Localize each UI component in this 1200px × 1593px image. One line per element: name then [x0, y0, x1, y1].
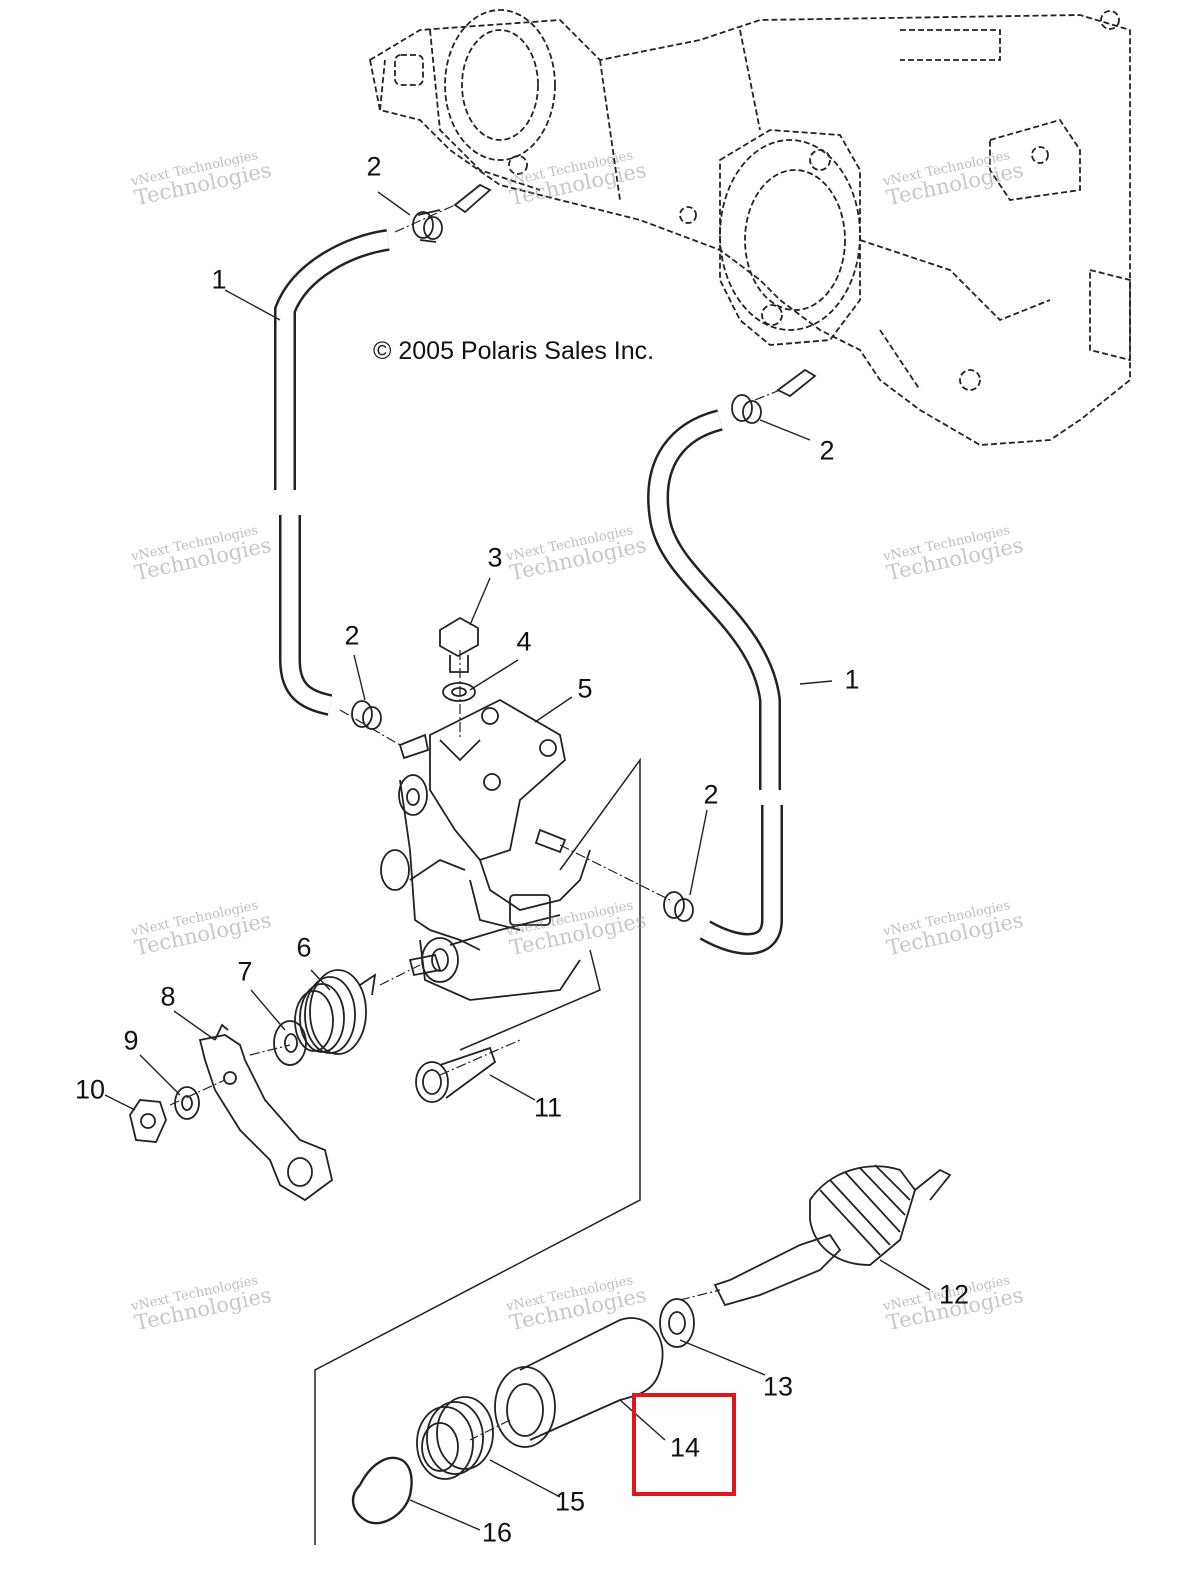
- washer-7: [273, 1020, 307, 1066]
- callout-15: 15: [554, 1486, 586, 1517]
- callout-2: 2: [703, 779, 719, 810]
- spring-6: [294, 969, 377, 1055]
- washer-13: [659, 1298, 695, 1348]
- seal-15: [416, 1396, 494, 1480]
- engine-crankcase: [368, 9, 1131, 446]
- callout-1: 1: [844, 664, 860, 695]
- copyright-notice: © 2005 Polaris Sales Inc.: [373, 337, 655, 365]
- callout-8: 8: [160, 981, 176, 1012]
- callout-2: 2: [344, 620, 360, 651]
- callout-9: 9: [123, 1025, 139, 1056]
- callout-3: 3: [487, 542, 503, 573]
- callout-2: 2: [819, 435, 835, 466]
- screw-11: [415, 1046, 497, 1103]
- oil-pump: [380, 698, 591, 1001]
- callout-12: 12: [938, 1279, 970, 1310]
- clamp-left-mid: [351, 700, 382, 730]
- clamp-right-upper: [731, 394, 762, 424]
- callout-7: 7: [237, 956, 253, 987]
- part-highlight-box: [632, 1393, 736, 1496]
- lever-8: [198, 1023, 334, 1202]
- lockwasher-9: [174, 1086, 200, 1120]
- hose-right: [647, 409, 783, 955]
- callout-5: 5: [577, 673, 593, 704]
- callout-6: 6: [296, 932, 312, 963]
- callout-4: 4: [516, 626, 532, 657]
- clamp-right-mid: [663, 891, 694, 922]
- callout-13: 13: [762, 1371, 794, 1402]
- drive-shaft-gear-12: [713, 1164, 952, 1307]
- callout-10: 10: [74, 1074, 106, 1105]
- banjo-bolt: [439, 616, 479, 702]
- callout-14: 14: [669, 1432, 701, 1463]
- callout-2: 2: [366, 151, 382, 182]
- callout-16: 16: [481, 1517, 513, 1548]
- callout-1: 1: [211, 264, 227, 295]
- nut-10: [129, 1099, 167, 1143]
- circlip-16: [351, 1456, 413, 1525]
- clamp-top: [412, 209, 443, 243]
- callout-11: 11: [533, 1092, 563, 1123]
- hose-upper-left: [274, 229, 390, 716]
